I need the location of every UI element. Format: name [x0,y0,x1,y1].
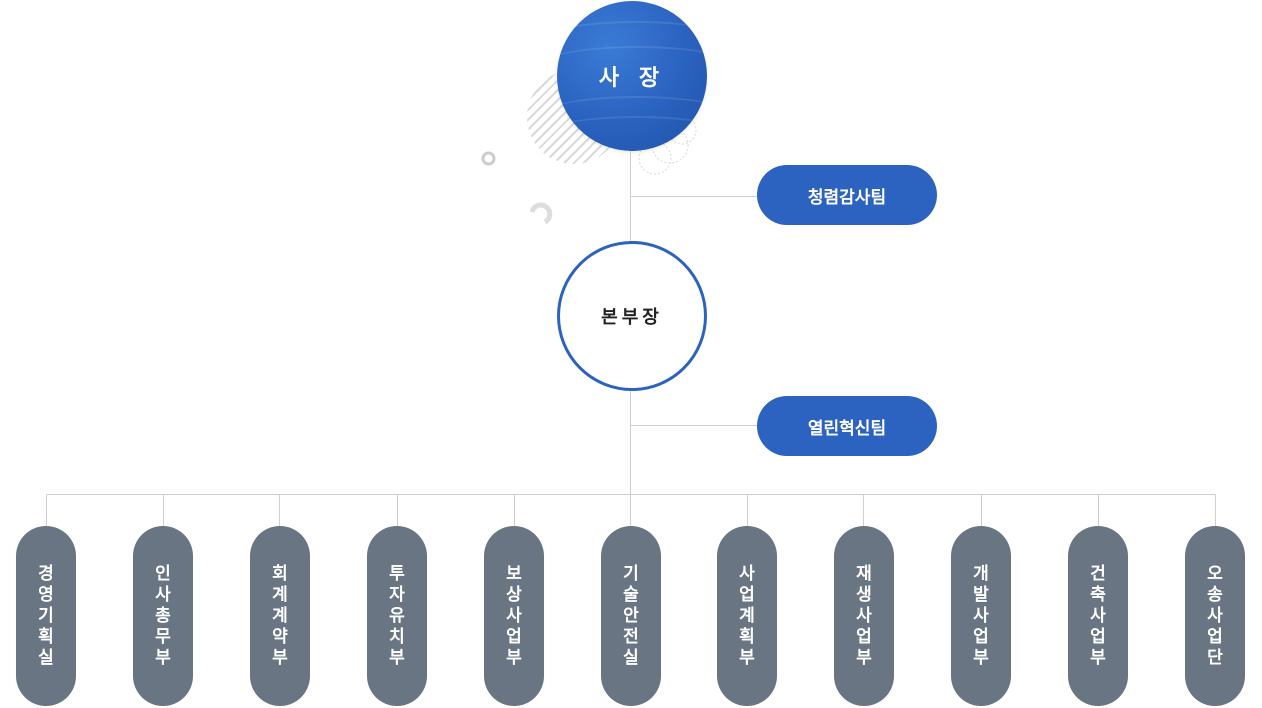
department-label: 투자유치부 [389,563,405,668]
department-node: 재생사업부 [834,526,894,706]
ceo-node: 사 장 [557,1,707,151]
innovation-team-node: 열린혁신팀 [757,396,937,456]
department-label: 보상사업부 [506,563,522,668]
innovation-team-label: 열린혁신팀 [807,418,887,439]
vice-president-node: 본부장 [557,241,707,391]
department-node: 경영기획실 [16,526,76,706]
department-label: 오송사업단 [1207,563,1223,668]
department-node: 사업계획부 [717,526,777,706]
department-node: 개발사업부 [951,526,1011,706]
department-node: 오송사업단 [1185,526,1245,706]
department-node: 보상사업부 [484,526,544,706]
audit-team-label: 청렴감사팀 [807,187,887,208]
ceo-label: 사 장 [598,66,666,91]
department-node: 건축사업부 [1068,526,1128,706]
department-label: 경영기획실 [38,563,54,668]
department-label: 재생사업부 [856,563,872,668]
department-node: 기술안전실 [601,526,661,706]
department-label: 건축사업부 [1090,563,1106,668]
department-node: 회계계약부 [250,526,310,706]
department-label: 개발사업부 [973,563,989,668]
department-node: 투자유치부 [367,526,427,706]
audit-team-node: 청렴감사팀 [757,165,937,225]
department-node: 인사총무부 [133,526,193,706]
department-label: 회계계약부 [272,563,288,668]
department-label: 기술안전실 [623,563,639,668]
vice-president-label: 본부장 [601,307,663,328]
department-label: 인사총무부 [155,563,171,668]
department-label: 사업계획부 [739,563,755,668]
